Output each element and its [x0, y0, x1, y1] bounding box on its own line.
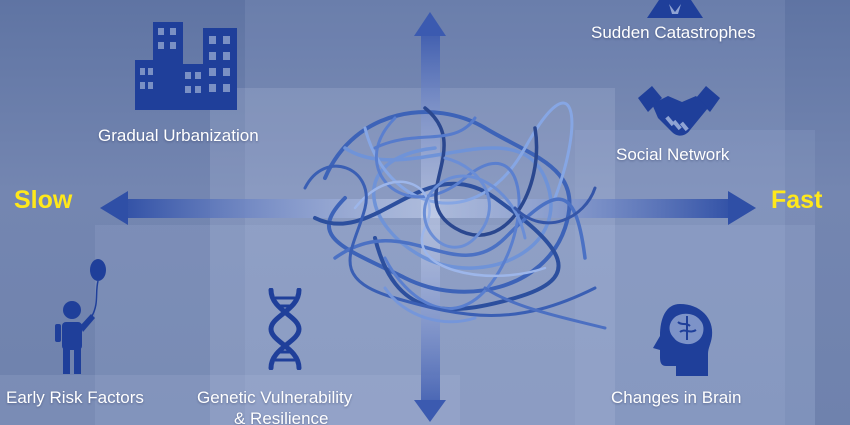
early-risk-factors-label: Early Risk Factors — [6, 388, 144, 407]
gradual-urbanization-label: Gradual Urbanization — [98, 126, 259, 145]
disaster-icon — [647, 0, 703, 18]
handshake-icon — [638, 86, 720, 136]
sudden-catastrophes-label: Sudden Catastrophes — [591, 23, 756, 42]
resilience-label: & Resilience — [234, 409, 329, 425]
vertical-axis-arrow — [414, 12, 446, 422]
head-brain-icon — [653, 304, 713, 376]
buildings-icon — [135, 22, 237, 110]
tangled-rope-image — [303, 101, 607, 330]
dna-icon — [268, 288, 302, 370]
fast-label: Fast — [771, 186, 823, 214]
child-with-balloon-icon — [55, 259, 106, 374]
slow-label: Slow — [14, 186, 73, 214]
genetic-vulnerability-label: Genetic Vulnerability — [197, 388, 353, 407]
changes-in-brain-label: Changes in Brain — [611, 388, 742, 407]
social-network-label: Social Network — [616, 145, 730, 164]
